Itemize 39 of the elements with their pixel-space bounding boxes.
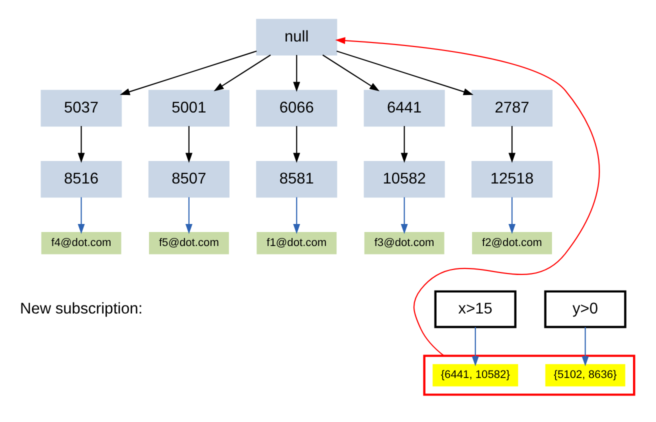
node-box: 2787 [472, 89, 553, 126]
node-box: f5@dot.com [148, 232, 229, 254]
arrow [293, 54, 300, 92]
arrow [120, 50, 257, 95]
arrow [78, 126, 85, 162]
node-box: null [256, 18, 338, 56]
arrow [508, 126, 516, 162]
arrow [214, 54, 271, 91]
arrow [78, 196, 85, 234]
node-box: f2@dot.com [472, 232, 552, 254]
arrow [185, 196, 192, 234]
arrow [508, 196, 516, 234]
arrow [400, 196, 408, 234]
node-box: 6441 [364, 89, 445, 126]
arrow [400, 126, 408, 162]
arrow [293, 196, 300, 234]
node-box: 5001 [148, 89, 230, 126]
arrow [185, 126, 192, 162]
node-box: 8516 [40, 160, 122, 198]
node-box: 8581 [256, 160, 338, 198]
node-box: {6441, 10582} [432, 364, 518, 386]
node-box: f4@dot.com [41, 232, 122, 254]
arrow [322, 54, 380, 91]
node-box: 10582 [364, 160, 445, 198]
node-box: 5037 [40, 89, 122, 126]
arrow [336, 50, 474, 95]
arrow [335, 36, 600, 356]
node-box: f1@dot.com [256, 232, 337, 254]
arrow [472, 326, 479, 366]
node-box: 6066 [256, 89, 338, 126]
label: New subscription: [20, 300, 143, 317]
arrow [293, 126, 300, 162]
node-box: 8507 [148, 160, 230, 198]
node-box: x>15 [434, 290, 516, 328]
node-box: f3@dot.com [364, 232, 444, 254]
node-box: {5102, 8636} [545, 364, 626, 386]
node-box: 12518 [472, 160, 553, 198]
arrow [582, 326, 589, 366]
node-box: y>0 [544, 290, 626, 328]
